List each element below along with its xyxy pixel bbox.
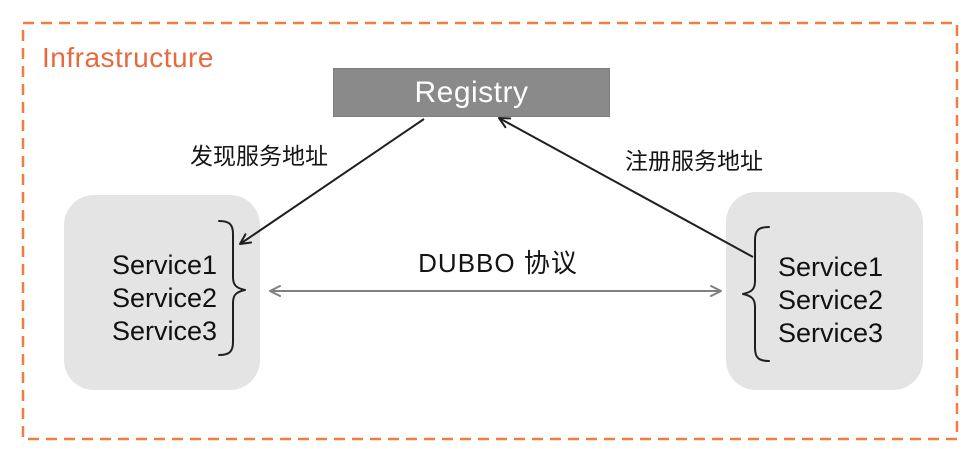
provider-service-list: Service1 Service2 Service3 xyxy=(778,251,883,350)
provider-service-item-3: Service3 xyxy=(778,318,884,348)
registry-label: Registry xyxy=(414,75,529,109)
protocol-edge-label: DUBBO 协议 xyxy=(418,248,578,278)
provider-service-item-2: Service2 xyxy=(778,285,884,315)
register-arrow xyxy=(498,116,754,258)
discover-edge-label: 发现服务地址 xyxy=(190,143,328,169)
consumer-service-item-2: Service2 xyxy=(112,283,218,313)
provider-service-item-1: Service1 xyxy=(778,252,884,282)
register-edge-label: 注册服务地址 xyxy=(625,148,763,174)
consumer-service-item-1: Service1 xyxy=(112,250,218,280)
diagram-title: Infrastructure xyxy=(42,42,214,73)
consumer-service-item-3: Service3 xyxy=(112,316,218,346)
registry-node: Registry xyxy=(333,68,610,117)
consumer-service-list: Service1 Service2 Service3 xyxy=(112,249,217,348)
